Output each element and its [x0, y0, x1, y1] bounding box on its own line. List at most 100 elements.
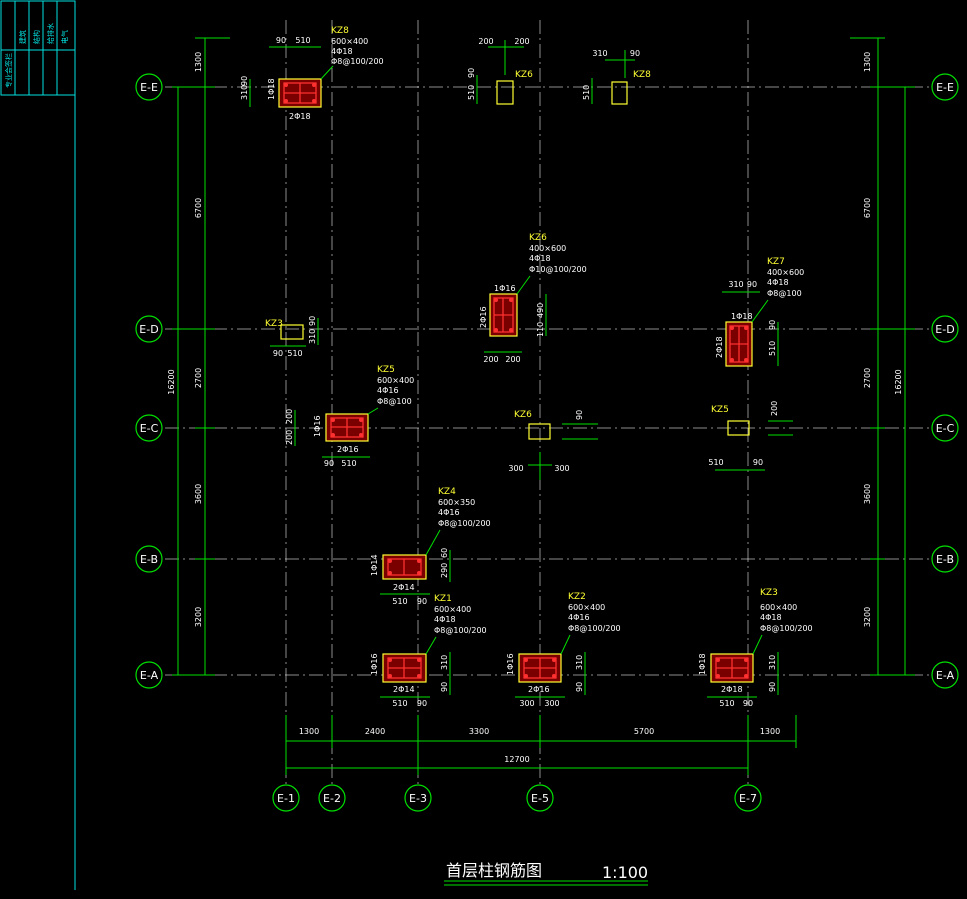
axis-bubble-7[interactable]: E-7 [734, 784, 762, 812]
svg-text:510: 510 [287, 349, 302, 358]
dim-label: 1300 [760, 727, 780, 736]
svg-text:310: 310 [728, 280, 743, 289]
svg-text:4Φ16: 4Φ16 [568, 613, 590, 622]
svg-text:E-7: E-7 [739, 792, 757, 805]
svg-text:510: 510 [768, 341, 777, 356]
svg-text:Φ8@100/200: Φ8@100/200 [568, 624, 621, 633]
svg-text:310: 310 [768, 655, 777, 670]
svg-text:510: 510 [467, 85, 476, 100]
dim-label: 16200 [167, 369, 176, 394]
axis-bubble-b[interactable]: E-B [931, 545, 959, 573]
svg-text:KZ6: KZ6 [515, 70, 533, 80]
svg-text:4Φ16: 4Φ16 [377, 386, 399, 395]
svg-text:1Φ18: 1Φ18 [267, 78, 276, 100]
svg-text:90: 90 [747, 280, 757, 289]
svg-text:600×400: 600×400 [377, 376, 414, 385]
axis-bubble-e[interactable]: E-E [135, 73, 163, 101]
title-block-row: 电气 [60, 30, 69, 44]
title-block-row: 专业会签栏 [4, 53, 13, 88]
svg-text:310: 310 [440, 655, 449, 670]
axis-bubble-a[interactable]: E-A [135, 661, 163, 689]
svg-text:90: 90 [768, 682, 777, 692]
column-kz4-b3[interactable]: KZ4 600×350 4Φ16 Φ8@100/200 2Φ14 1Φ14 29… [370, 487, 491, 606]
axis-bubble-3[interactable]: E-3 [404, 784, 432, 812]
svg-text:200: 200 [770, 401, 779, 416]
svg-text:1Φ14: 1Φ14 [370, 554, 379, 576]
axis-bubble-b[interactable]: E-B [135, 545, 163, 573]
dim-label: 2700 [194, 368, 203, 388]
svg-text:200: 200 [285, 409, 294, 424]
svg-text:600×350: 600×350 [438, 498, 475, 507]
column-kz6-c5[interactable]: KZ6 90 300 300 [508, 410, 598, 480]
svg-text:310: 310 [575, 655, 584, 670]
column-kz6-d4[interactable]: KZ6 400×600 4Φ18 Φ10@100/200 1Φ16 2Φ16 2… [479, 233, 587, 364]
svg-text:600×400: 600×400 [568, 603, 605, 612]
svg-text:90: 90 [308, 316, 317, 326]
svg-text:200: 200 [483, 355, 498, 364]
column-kz2-a5[interactable]: KZ2 600×400 4Φ16 Φ8@100/200 2Φ16 1Φ16 30… [506, 592, 621, 708]
svg-text:Φ10@100/200: Φ10@100/200 [529, 265, 587, 274]
svg-text:Φ8@100/200: Φ8@100/200 [760, 624, 813, 633]
axis-bubble-d[interactable]: E-D [135, 315, 163, 343]
axis-bubble-2[interactable]: E-2 [318, 784, 346, 812]
svg-text:510: 510 [392, 699, 407, 708]
dim-label: 6700 [194, 198, 203, 218]
svg-text:290: 290 [440, 563, 449, 578]
axis-bubble-c[interactable]: E-C [135, 414, 163, 442]
dim-label: 1300 [299, 727, 319, 736]
axis-bubble-1[interactable]: E-1 [272, 784, 300, 812]
svg-text:300: 300 [544, 699, 559, 708]
title-block-row: 给排水 [46, 23, 55, 44]
svg-text:300: 300 [554, 464, 569, 473]
svg-text:300: 300 [519, 699, 534, 708]
svg-text:200: 200 [285, 430, 294, 445]
column-kz5-c7[interactable]: KZ5 200 510 90 [708, 401, 793, 471]
drawing-title-text: 首层柱钢筋图 [446, 861, 542, 880]
svg-text:90: 90 [768, 320, 777, 330]
svg-text:KZ8: KZ8 [331, 26, 349, 36]
svg-text:E-E: E-E [140, 81, 158, 94]
axis-bubble-a[interactable]: E-A [931, 661, 959, 689]
svg-text:KZ5: KZ5 [377, 365, 395, 375]
dim-label: 12700 [504, 755, 529, 764]
svg-text:1Φ16: 1Φ16 [494, 284, 516, 293]
svg-text:E-D: E-D [139, 323, 158, 336]
column-kz3-d1[interactable]: KZ3 90 510 310 90 [265, 316, 319, 358]
dim-label: 3600 [863, 484, 872, 504]
column-kz8-e6[interactable]: KZ8 310 90 510 [582, 49, 651, 105]
svg-text:2Φ16: 2Φ16 [479, 306, 488, 328]
svg-text:E-5: E-5 [531, 792, 549, 805]
svg-text:E-A: E-A [140, 669, 159, 682]
column-kz3-a7[interactable]: KZ3 600×400 4Φ18 Φ8@100/200 2Φ18 1Φ18 51… [698, 588, 813, 708]
dim-label: 6700 [863, 198, 872, 218]
svg-text:Φ8@100/200: Φ8@100/200 [438, 519, 491, 528]
dim-label: 3200 [194, 607, 203, 627]
svg-text:2Φ14: 2Φ14 [393, 583, 415, 592]
dim-label: 3200 [863, 607, 872, 627]
svg-text:4Φ18: 4Φ18 [529, 254, 551, 263]
column-kz6-e4[interactable]: KZ6 200 200 90 510 [467, 37, 533, 105]
column-kz8-e1[interactable]: KZ8 600×400 4Φ18 Φ8@100/200 2Φ18 1Φ18 90… [240, 26, 384, 121]
dimension-right: 1300 6700 2700 3600 3200 16200 [850, 37, 915, 676]
svg-text:E-C: E-C [936, 422, 955, 435]
title-block: 专业会签栏 建筑 结构 给排水 电气 [0, 0, 76, 890]
svg-text:E-A: E-A [936, 669, 955, 682]
axis-bubble-d[interactable]: E-D [931, 315, 959, 343]
dim-label: 5700 [634, 727, 654, 736]
axis-bubble-c[interactable]: E-C [931, 414, 959, 442]
svg-text:KZ6: KZ6 [514, 410, 532, 420]
column-kz7-d7[interactable]: KZ7 400×600 4Φ18 Φ8@100 1Φ18 2Φ18 310 90… [715, 257, 804, 367]
dim-label: 1300 [194, 52, 203, 72]
axis-bubble-e[interactable]: E-E [931, 73, 959, 101]
svg-text:2Φ18: 2Φ18 [715, 336, 724, 358]
axis-bubbles-left: E-E E-D E-C E-B E-A [135, 73, 163, 689]
axis-bubble-5[interactable]: E-5 [526, 784, 554, 812]
column-kz5-c2[interactable]: KZ5 600×400 4Φ16 Φ8@100 2Φ16 1Φ16 200 20… [285, 365, 414, 468]
axis-bubbles-bottom: E-1 E-2 E-3 E-5 E-7 [272, 784, 762, 812]
svg-text:90: 90 [575, 682, 584, 692]
svg-text:510: 510 [582, 85, 591, 100]
svg-text:200: 200 [505, 355, 520, 364]
svg-text:KZ1: KZ1 [434, 594, 452, 604]
column-kz1-a3[interactable]: KZ1 600×400 4Φ18 Φ8@100/200 2Φ14 1Φ16 31… [370, 594, 487, 708]
dim-label: 3600 [194, 484, 203, 504]
